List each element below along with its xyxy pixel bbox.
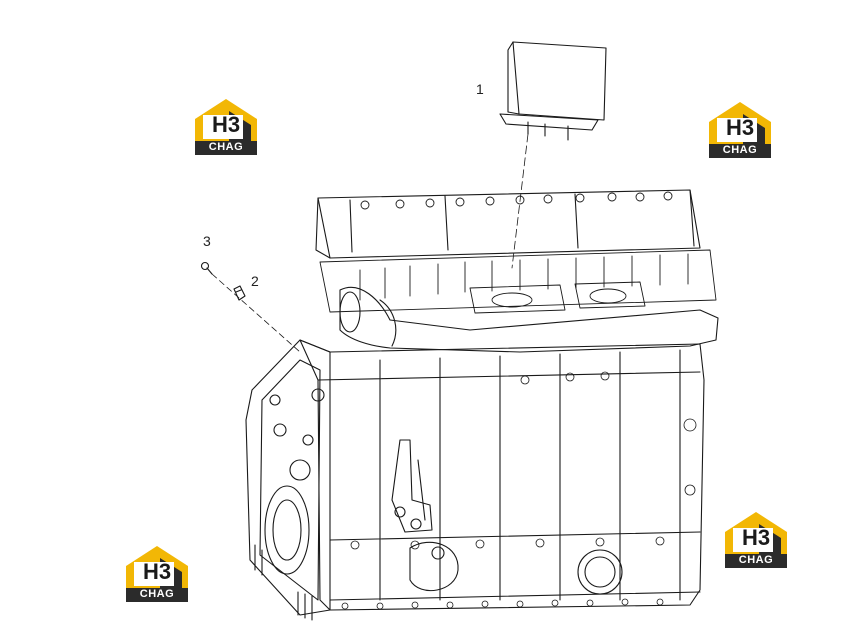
house-shape-icon [725, 512, 787, 568]
watermark-logo-bottom-left: H3 CHAG [126, 544, 188, 602]
front-cover [245, 339, 331, 621]
part-3-bolt [200, 261, 213, 275]
logo-text: CHAG [139, 588, 175, 600]
part-2-clip [233, 285, 246, 301]
pan-rail-bolts [341, 598, 664, 610]
logo-mark: H3 [142, 559, 172, 584]
logo-text: CHAG [208, 141, 244, 153]
leader-line-1 [511, 133, 529, 269]
logo-mark: H3 [725, 115, 755, 140]
callout-2: 2 [251, 273, 259, 289]
logo-mark: H3 [741, 525, 771, 550]
logo-mark: H3 [211, 112, 241, 137]
injector-row [319, 249, 717, 314]
logo-text: CHAG [738, 554, 774, 566]
crankcase [299, 339, 705, 611]
house-shape-icon [195, 99, 257, 155]
callout-1: 1 [476, 81, 484, 97]
engine-head [315, 189, 701, 259]
logo-text: CHAG [722, 144, 758, 156]
part-1-cover [499, 41, 607, 141]
house-shape-icon [709, 102, 771, 158]
watermark-logo-top-left: H3 CHAG [195, 97, 257, 155]
watermark-logo-top-right: H3 CHAG [709, 100, 771, 158]
house-shape-icon [126, 546, 188, 602]
watermark-logo-bottom-right: H3 CHAG [725, 510, 787, 568]
callout-3: 3 [203, 233, 211, 249]
intake-pipe [339, 286, 719, 353]
